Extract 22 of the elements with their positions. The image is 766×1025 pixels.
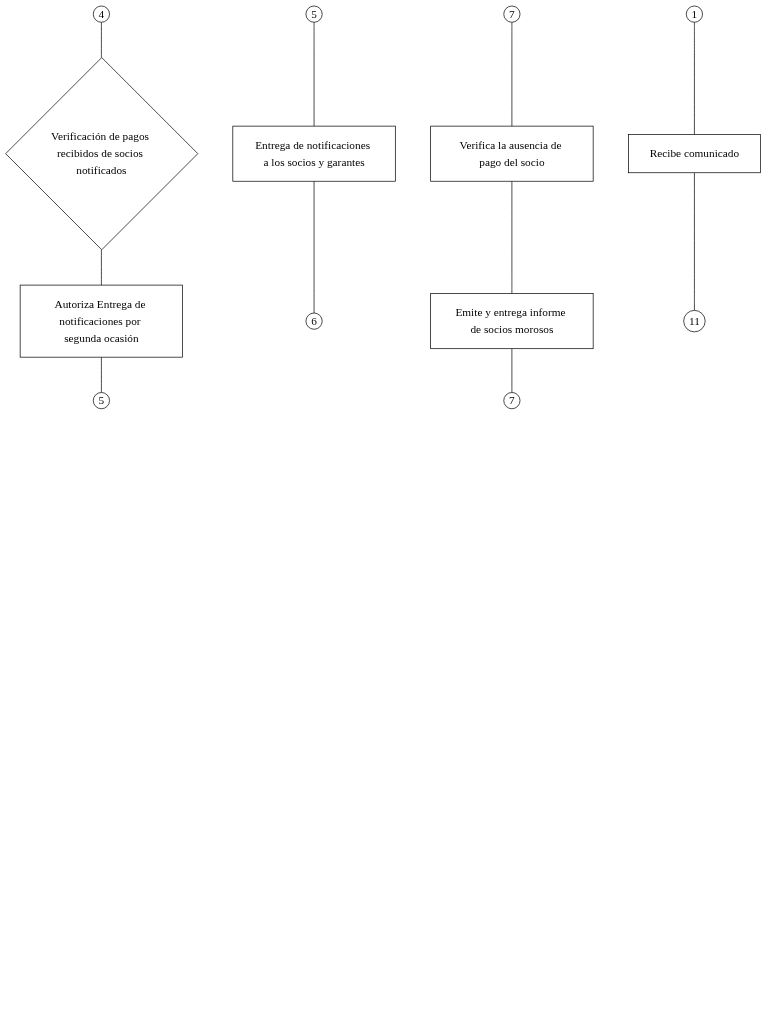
- node-box: Entrega de notificaciones a los socios y garantes: [232, 125, 396, 182]
- node-diamond: Verificación de pagos recibidos de socios notificados: [5, 57, 199, 251]
- connector: [101, 356, 102, 393]
- connector: [313, 180, 315, 314]
- connector: [694, 21, 695, 135]
- node-circle: 7: [503, 5, 521, 23]
- node-box: Emite y entrega informe de socios morosos: [430, 293, 594, 350]
- connector: [101, 21, 102, 58]
- connector: [511, 180, 513, 294]
- connector: [101, 249, 102, 286]
- node-box: Autoriza Entrega de notificaciones por segunda ocasión: [19, 284, 183, 358]
- connector: [694, 172, 695, 311]
- node-box: Verifica la ausencia de pago del socio: [430, 125, 594, 182]
- node-circle: 7: [503, 392, 521, 410]
- node-circle: 5: [305, 5, 323, 23]
- node-circle: 4: [92, 5, 110, 23]
- node-circle: 1: [685, 5, 703, 23]
- node-circle: 5: [92, 392, 110, 410]
- connector: [511, 348, 513, 393]
- node-circle: 6: [305, 312, 323, 330]
- node-box: Recibe comunicado: [628, 134, 761, 174]
- node-circle: 11: [683, 310, 706, 333]
